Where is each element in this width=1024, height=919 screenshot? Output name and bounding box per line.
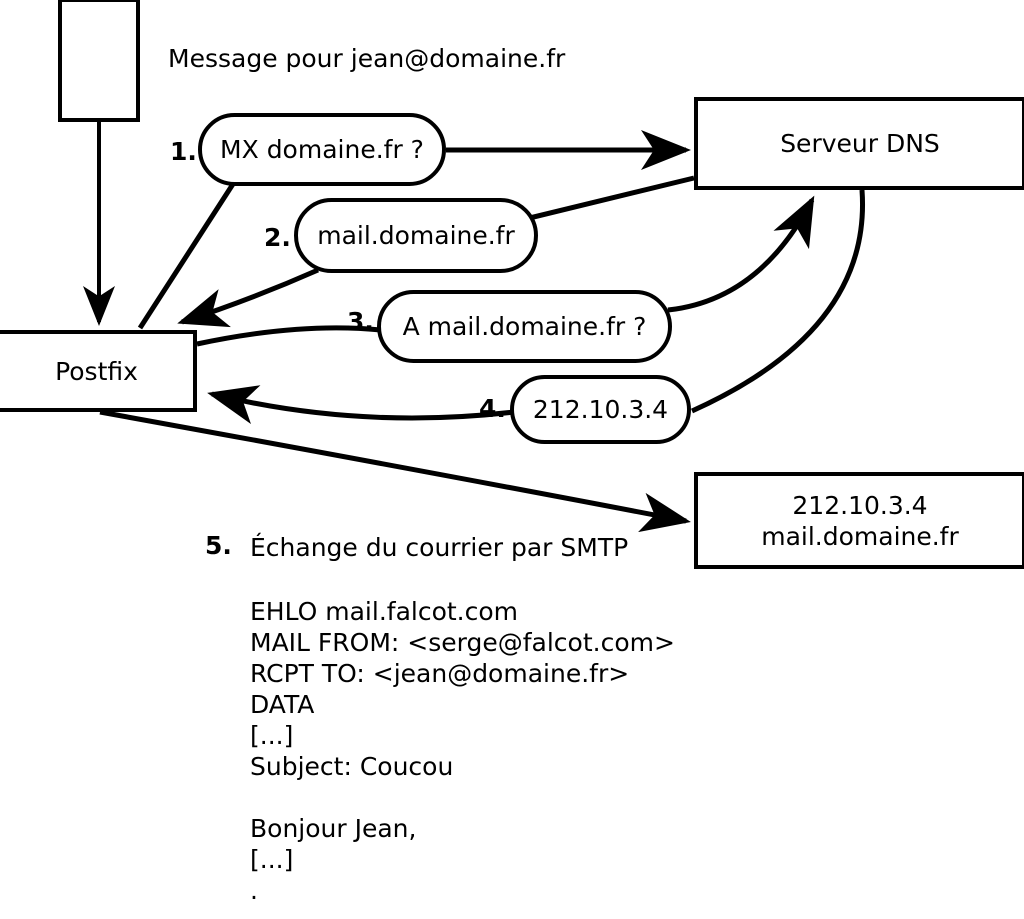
node-postfix-label: Postfix (55, 356, 138, 386)
node-workstation (58, 0, 140, 122)
smtp-transcript-line: MAIL FROM: <serge@falcot.com> (250, 628, 675, 657)
step-4-bubble: 212.10.3.4 (510, 375, 691, 444)
step-4-number: 4. (479, 394, 506, 423)
step-1-bubble-label: MX domaine.fr ? (220, 134, 424, 164)
smtp-transcript-line: Bonjour Jean, (250, 814, 417, 843)
node-dns-server: Serveur DNS (694, 97, 1024, 190)
step-2-bubble: mail.domaine.fr (294, 198, 538, 273)
step-3-number: 3. (347, 307, 374, 336)
wire-step1-postfix-tail (137, 182, 236, 330)
smtp-transcript-line: . (250, 876, 258, 905)
step-3-bubble-label: A mail.domaine.fr ? (402, 311, 647, 341)
smtp-transcript-line: Subject: Coucou (250, 752, 454, 781)
node-mail-server-ip: 212.10.3.4 (792, 490, 928, 520)
smtp-transcript-line: RCPT TO: <jean@domaine.fr> (250, 659, 630, 688)
step-4-bubble-label: 212.10.3.4 (532, 394, 669, 424)
smtp-transcript-line: EHLO mail.falcot.com (250, 597, 519, 626)
wire-step4-bubble-to-postfix (207, 385, 515, 425)
page-title: Message pour jean@domaine.fr (168, 44, 566, 73)
node-mail-server: 212.10.3.4 mail.domaine.fr (694, 472, 1024, 569)
node-postfix: Postfix (0, 330, 197, 412)
step-3-bubble: A mail.domaine.fr ? (377, 290, 672, 363)
wire-step2-bubble-to-postfix (177, 267, 320, 328)
step-2-bubble-label: mail.domaine.fr (317, 220, 515, 250)
step-2-number: 2. (264, 223, 291, 252)
smtp-transcript-line: [...] (250, 721, 294, 750)
smtp-transcript-line: [...] (250, 845, 294, 874)
step-1-number: 1. (170, 137, 197, 166)
node-mail-server-hostname: mail.domaine.fr (761, 521, 959, 551)
wire-step3-postfix-to-bubble (196, 325, 382, 347)
step-5-number: 5. (205, 531, 232, 560)
wire-step4-dns-to-bubble (690, 189, 866, 414)
step-5-label: Échange du courrier par SMTP (250, 533, 629, 562)
wire-step3-bubble-to-dns (667, 195, 815, 313)
node-dns-server-label: Serveur DNS (780, 129, 940, 158)
step-1-bubble: MX domaine.fr ? (198, 113, 446, 186)
smtp-transcript-line: DATA (250, 690, 315, 719)
smtp-transcript-line (250, 782, 675, 813)
wire-step5-postfix-to-mailserver (99, 409, 691, 533)
